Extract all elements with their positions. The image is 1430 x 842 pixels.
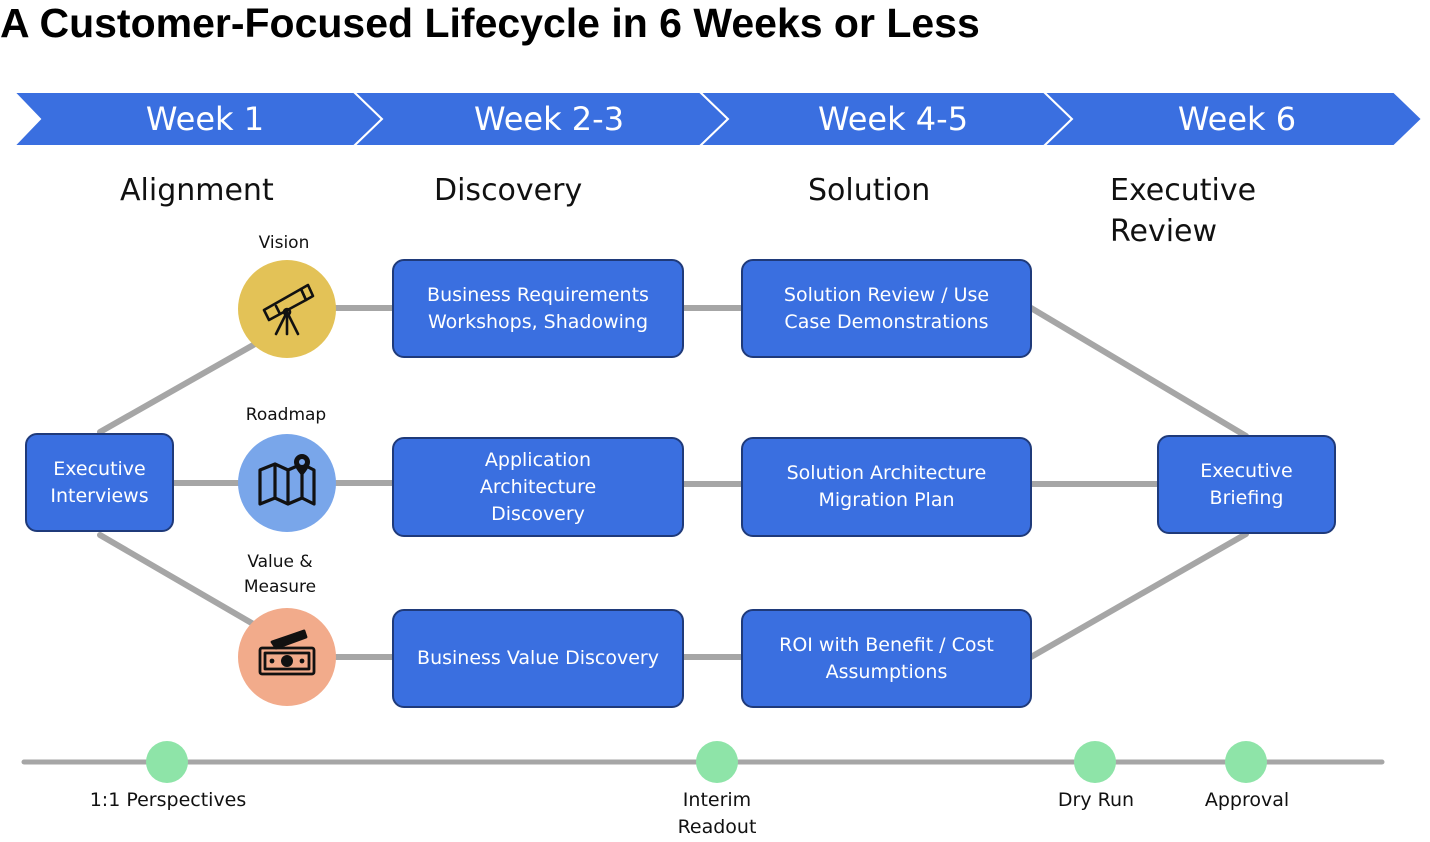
business-value-box: Business Value Discovery	[392, 609, 684, 708]
milestone-dry-run-label: Dry Run	[1057, 789, 1135, 811]
track-label-value-measure: Value & Measure	[224, 550, 336, 600]
milestone-approval-dot	[1225, 741, 1267, 783]
track-label-vision: Vision	[258, 233, 310, 253]
value-circle	[238, 608, 336, 706]
connector-roi-briefing	[1028, 531, 1249, 660]
track-label-roadmap: Roadmap	[245, 405, 327, 425]
week-6-label: Week 6	[1177, 100, 1297, 138]
solution-architecture-box: Solution Architecture Migration Plan	[741, 437, 1032, 537]
solution-review-box: Solution Review / Use Case Demonstration…	[741, 259, 1032, 358]
phase-discovery: Discovery	[434, 173, 583, 208]
vision-circle	[238, 260, 336, 358]
phase-executive-review-line2: Review	[1110, 214, 1218, 249]
roadmap-circle	[238, 434, 336, 532]
track-label-value-line2: Measure	[243, 577, 317, 597]
chevron-banner	[11, 91, 1424, 147]
connector-solution-review-briefing	[1028, 305, 1249, 439]
application-architecture-box: Application Architecture Discovery	[392, 437, 684, 537]
money-icon	[254, 622, 320, 692]
milestone-interim-label: Interim Readout	[657, 787, 777, 841]
milestone-interim-dot	[696, 741, 738, 783]
milestone-perspectives-dot	[146, 741, 188, 783]
week-1-label: Week 1	[145, 100, 265, 138]
phase-executive-review: Executive Review	[1110, 170, 1256, 252]
milestone-interim-line2: Readout	[677, 816, 757, 838]
connector-interviews-value	[97, 532, 258, 628]
week-2-3-label: Week 2-3	[473, 100, 625, 138]
telescope-icon	[254, 274, 320, 344]
map-icon	[256, 450, 318, 516]
business-requirements-box: Business Requirements Workshops, Shadowi…	[392, 259, 684, 358]
milestone-approval-label: Approval	[1204, 789, 1290, 811]
phase-alignment: Alignment	[120, 173, 274, 208]
chevron-week-6	[1041, 91, 1424, 147]
milestone-dry-run-dot	[1074, 741, 1116, 783]
phase-executive-review-line1: Executive	[1110, 173, 1257, 208]
week-4-5-label: Week 4-5	[817, 100, 969, 138]
roi-box: ROI with Benefit / Cost Assumptions	[741, 609, 1032, 708]
milestone-perspectives-label: 1:1 Perspectives	[89, 789, 247, 811]
phase-solution: Solution	[808, 173, 931, 208]
track-label-value-line1: Value &	[247, 552, 313, 572]
executive-briefing-box: Executive Briefing	[1157, 435, 1336, 534]
milestone-interim-line1: Interim	[682, 789, 752, 811]
connector-interviews-vision	[97, 341, 258, 435]
page-title: A Customer-Focused Lifecycle in 6 Weeks …	[0, 0, 980, 46]
executive-interviews-box: Executive Interviews	[25, 433, 174, 532]
